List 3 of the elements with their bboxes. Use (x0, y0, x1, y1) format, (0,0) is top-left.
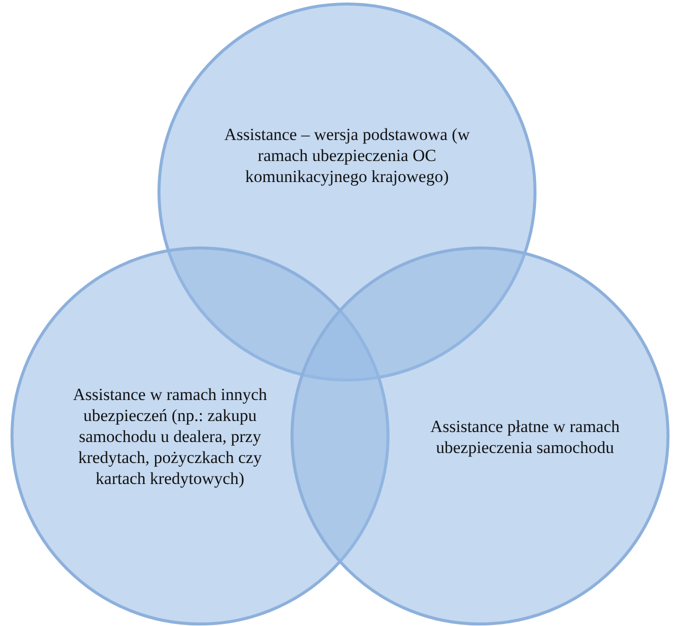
circle-label: Assistance płatne w ramach ubezpieczenia samochodu (429, 416, 621, 458)
circle-label: Assistance – wersja podstawowa (w ramach ubezpieczenia OC komunikacyjnego krajowego) (223, 124, 471, 187)
circle-label: Assistance w ramach innych ubezpieczeń (np.: zakupu samochodu u dealera, przy kredytach, pożyczkach czy kartach kredytowych) (72, 384, 268, 489)
